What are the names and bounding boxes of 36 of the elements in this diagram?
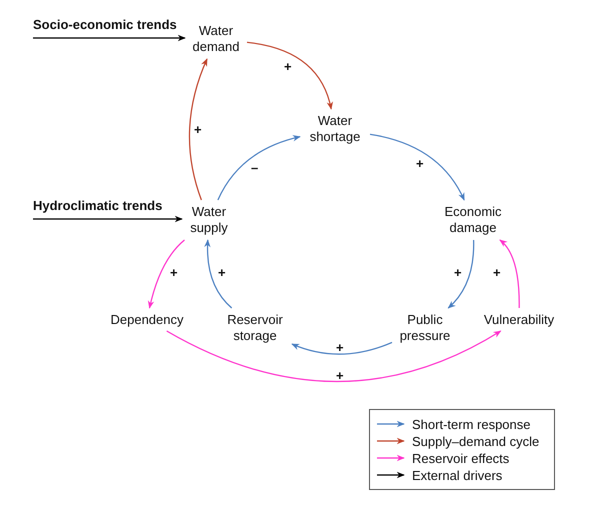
arrow [448,240,474,309]
polarity-sign: + [194,123,202,136]
arrow [33,34,186,42]
variable-label: Water shortage [308,113,362,145]
arrow [217,135,301,200]
variable-label: Dependency [110,312,184,328]
polarity-sign: + [454,266,462,279]
variable-label: Water supply [189,204,229,236]
polarity-sign: + [218,266,226,279]
legend-label: Supply–demand cycle [412,434,540,448]
driver-label: Hydroclimatic trends [33,198,162,214]
variable-label: Reservoir storage [226,312,284,344]
polarity-sign: – [251,161,258,174]
driver-label: Socio-economic trends [33,17,177,33]
legend-label: Short-term response [412,416,530,432]
arrow [33,216,183,222]
variable-label: Economic damage [443,204,503,236]
variable-label: Public pressure [398,312,452,344]
polarity-sign: + [493,266,501,279]
arrow [291,342,392,355]
arrow [188,58,208,200]
variable-label: Water demand [192,23,240,55]
arrow [246,42,333,110]
variable-label: Vulnerability [484,312,554,328]
arrow [499,239,520,308]
arrow [166,330,502,382]
arrow [204,239,232,308]
legend-label: Reservoir effects [412,450,510,466]
arrow [148,240,185,309]
polarity-sign: + [336,369,344,382]
polarity-sign: + [416,157,424,170]
polarity-sign: + [336,341,344,354]
arrow [370,134,465,201]
polarity-sign: + [170,266,178,279]
polarity-sign: + [284,60,292,73]
legend-label: External drivers [412,468,502,482]
